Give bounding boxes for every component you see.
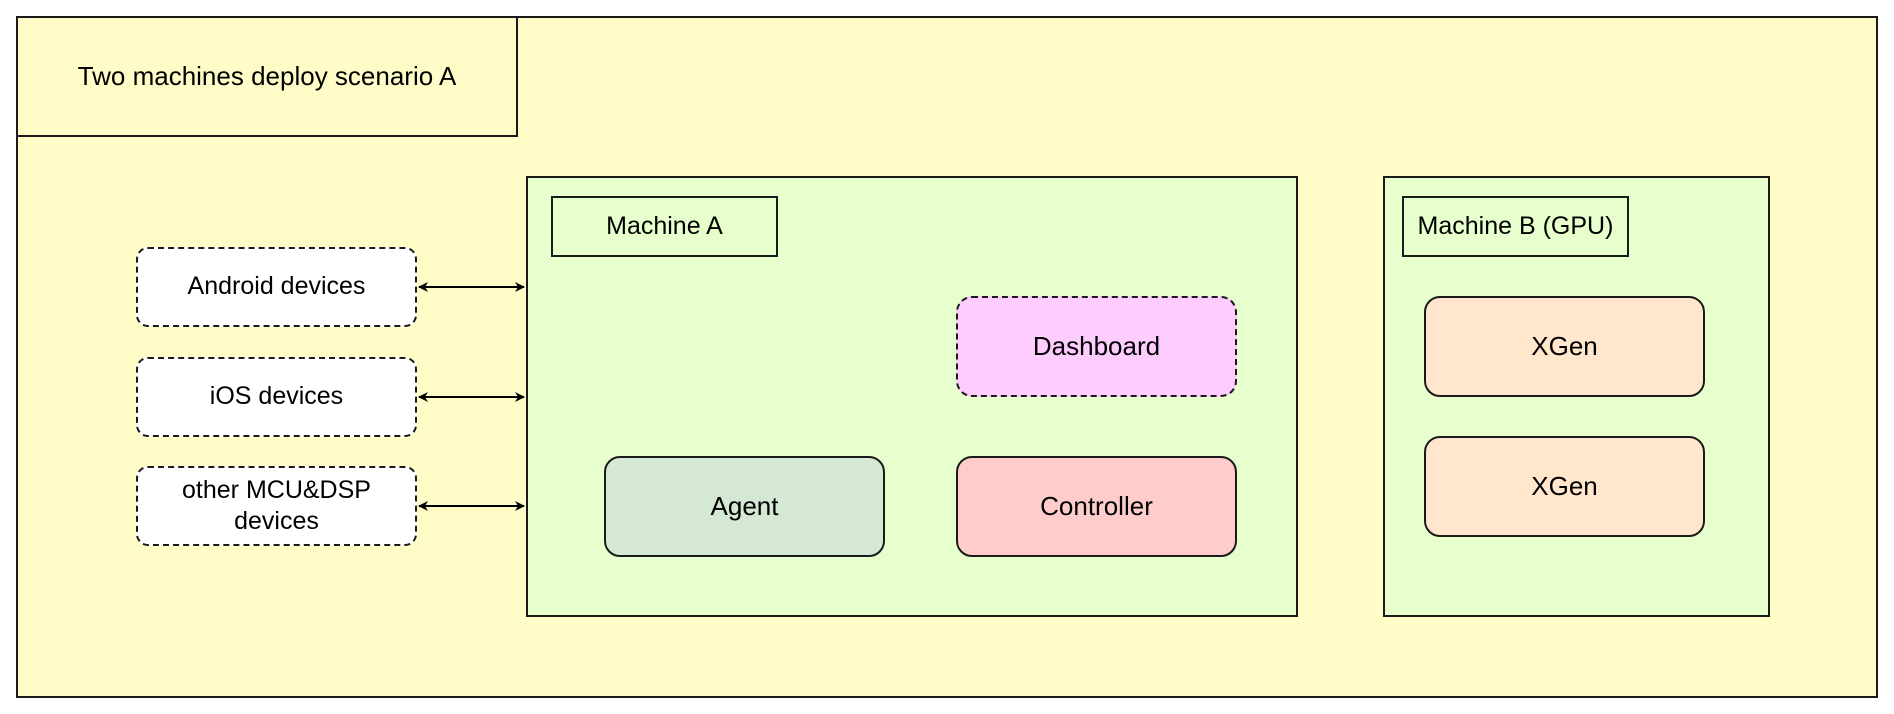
ios-devices-node: iOS devices (136, 357, 417, 437)
diagram-title: Two machines deploy scenario A (16, 16, 518, 137)
other-devices-node: other MCU&DSP devices (136, 466, 417, 546)
dashboard-node: Dashboard (956, 296, 1237, 397)
agent-label: Agent (710, 491, 779, 522)
android-devices-node: Android devices (136, 247, 417, 327)
agent-node: Agent (604, 456, 885, 557)
xgen-node-1: XGen (1424, 296, 1705, 397)
machine-a-label: Machine A (551, 196, 778, 257)
xgen-node-2: XGen (1424, 436, 1705, 537)
ios-devices-label: iOS devices (209, 382, 344, 411)
machine-a-label-text: Machine A (606, 211, 723, 240)
controller-label: Controller (1040, 491, 1153, 522)
xgen-label-2: XGen (1531, 471, 1598, 502)
android-devices-label: Android devices (187, 272, 366, 301)
machine-b-label-text: Machine B (GPU) (1417, 211, 1614, 240)
xgen-label-1: XGen (1531, 331, 1598, 362)
diagram-title-text: Two machines deploy scenario A (77, 61, 457, 92)
machine-b-label: Machine B (GPU) (1402, 196, 1629, 257)
dashboard-label: Dashboard (1032, 331, 1161, 362)
controller-node: Controller (956, 456, 1237, 557)
other-devices-label: other MCU&DSP devices (182, 475, 371, 535)
